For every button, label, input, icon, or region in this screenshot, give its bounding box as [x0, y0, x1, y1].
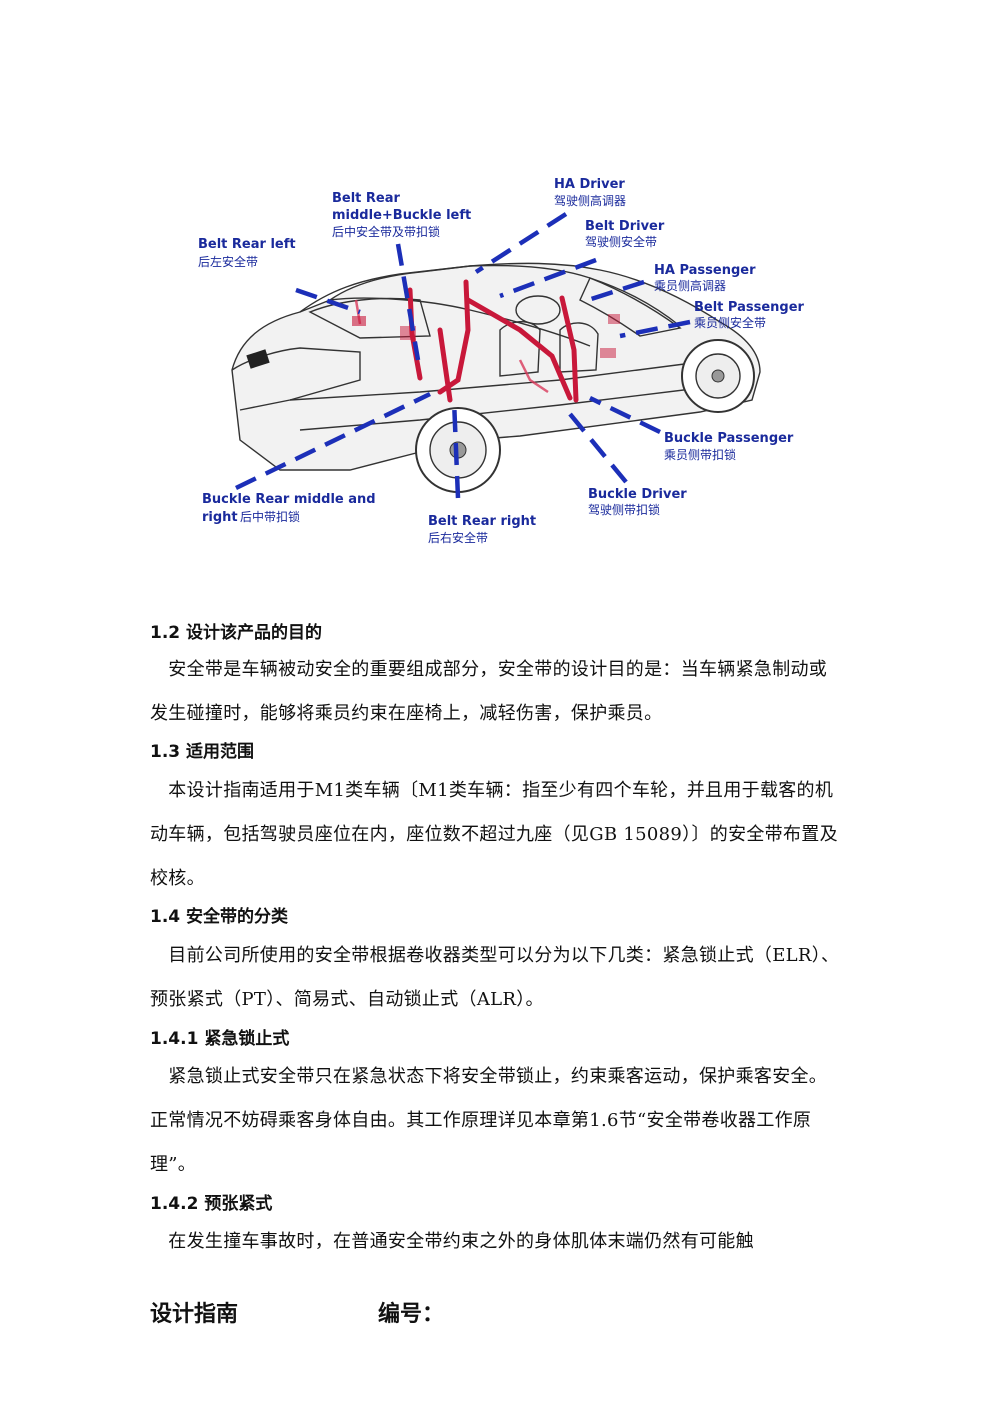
callout-labels: Belt Rear left 后左安全带 Belt Rear middle+Bu…	[198, 177, 805, 545]
section-heading-1-4-2: 1.4.2 预张紧式	[150, 1194, 273, 1214]
section-heading-1-3: 1.3 适用范围	[150, 742, 255, 762]
section-heading-1-2: 1.2 设计该产品的目的	[150, 623, 323, 643]
label-ha-passenger-cn: 乘员侧高调器	[654, 278, 726, 293]
label-belt-rear-left-en: Belt Rear left	[198, 237, 296, 252]
seatbelt-layout-diagram: Belt Rear left 后左安全带 Belt Rear middle+Bu…	[198, 177, 805, 545]
section-paragraph-1-4: 目前公司所使用的安全带根据卷收器类型可以分为以下几类：紧急锁止式（ELR）、预张…	[150, 945, 840, 1010]
label-buckle-driver-cn: 驾驶侧带扣锁	[588, 502, 660, 517]
page-footer: 设计指南 编号：	[150, 1296, 444, 1328]
seatbelt-webbing	[352, 279, 620, 403]
section-paragraph-1-3: 本设计指南适用于M1类车辆〔M1类车辆：指至少有四个车轮，并且用于载客的机动车辆…	[150, 780, 838, 889]
label-buckle-passenger-en: Buckle Passenger	[664, 431, 794, 446]
label-buckle-passenger-cn: 乘员侧带扣锁	[664, 447, 736, 462]
footer-number-label: 编号：	[378, 1302, 445, 1327]
label-belt-passenger-en: Belt Passenger	[694, 300, 805, 315]
label-buckle-driver-en: Buckle Driver	[588, 487, 687, 502]
label-buckle-rear-middle-en: Buckle Rear middle and	[202, 492, 376, 507]
label-belt-rear-right-en: Belt Rear right	[428, 514, 536, 529]
label-ha-passenger-en: HA Passenger	[654, 263, 756, 278]
section-heading-1-4-1: 1.4.1 紧急锁止式	[150, 1029, 290, 1049]
label-ha-driver-cn: 驾驶侧高调器	[554, 193, 626, 208]
label-belt-rear-middle-en2: middle+Buckle left	[332, 208, 471, 223]
label-belt-driver-cn: 驾驶侧安全带	[585, 234, 657, 249]
label-belt-passenger-cn: 乘员侧安全带	[694, 315, 766, 330]
section-paragraph-1-2: 安全带是车辆被动安全的重要组成部分，安全带的设计目的是：当车辆紧急制动或发生碰撞…	[150, 659, 828, 724]
section-heading-1-4: 1.4 安全带的分类	[150, 907, 289, 927]
section-paragraph-1-4-1: 紧急锁止式安全带只在紧急状态下将安全带锁止，约束乘客运动，保护乘客安全。正常情况…	[150, 1066, 828, 1175]
label-ha-driver-en: HA Driver	[554, 177, 625, 192]
label-belt-rear-middle-cn: 后中安全带及带扣锁	[332, 224, 440, 239]
footer-doc-type: 设计指南	[150, 1302, 239, 1327]
label-belt-rear-left-cn: 后左安全带	[198, 254, 258, 269]
label-belt-rear-middle-en: Belt Rear	[332, 191, 401, 206]
section-paragraph-1-4-2: 在发生撞车事故时，在普通安全带约束之外的身体肌体末端仍然有可能触	[150, 1231, 754, 1252]
leader-lines	[235, 212, 691, 499]
label-buckle-rear-middle-en2: right	[202, 510, 238, 525]
label-belt-driver-en: Belt Driver	[585, 219, 665, 234]
label-belt-rear-right-cn: 后右安全带	[428, 530, 488, 545]
label-buckle-rear-middle-cn: 后中带扣锁	[240, 509, 300, 524]
